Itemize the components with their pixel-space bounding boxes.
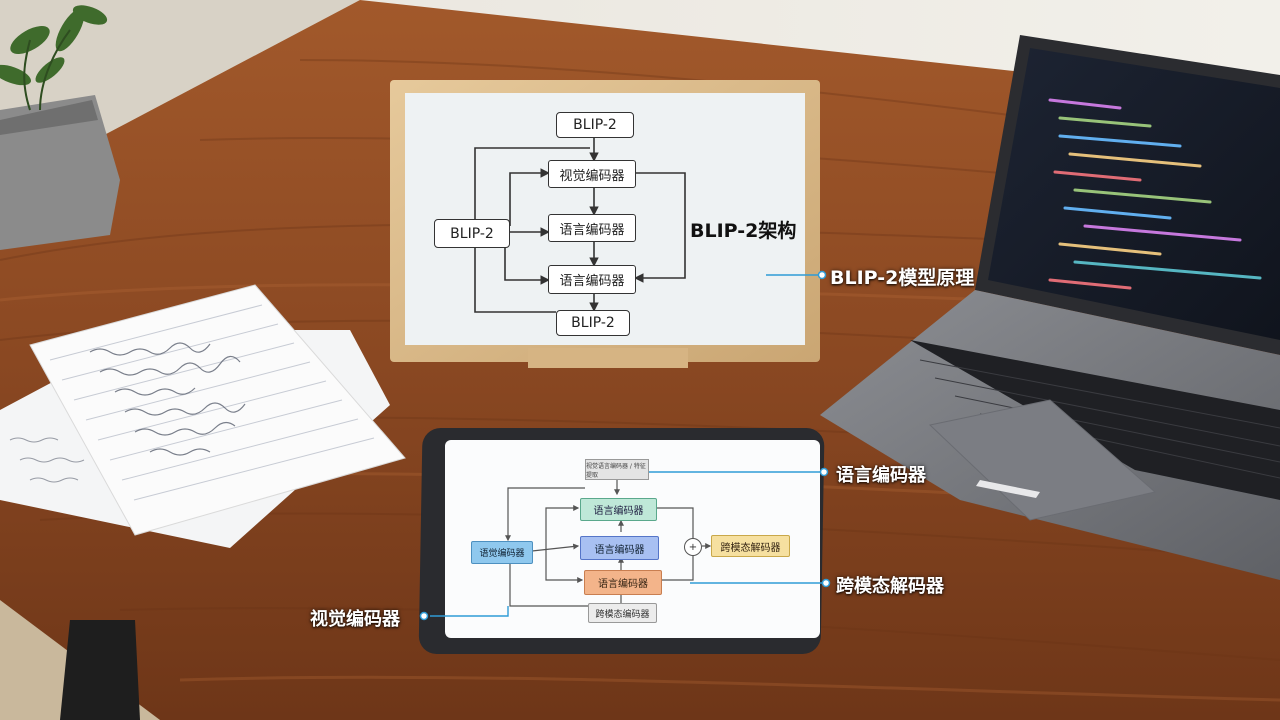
- callout-lines: [430, 274, 822, 617]
- whiteboard-box-language-2: 语言编码器: [548, 265, 636, 294]
- whiteboard-box-vision: 视觉编码器: [548, 160, 636, 188]
- laptop: [820, 35, 1280, 580]
- whiteboard-connectors: [474, 137, 686, 313]
- whiteboard-box-bottom: BLIP-2: [556, 310, 630, 336]
- notes-paper: [0, 284, 406, 548]
- tablet-connectors: [505, 478, 712, 607]
- tablet-box-blue-left-label: 语觉编码器: [479, 549, 525, 559]
- tablet-box-green: 语言编码器: [580, 498, 657, 521]
- callout-vision-encoder: 视觉编码器: [310, 609, 400, 630]
- callout-language-encoder: 语言编码器: [836, 465, 926, 486]
- tablet-box-yellow: 跨模态解码器: [711, 535, 790, 557]
- whiteboard-box-top-label: BLIP-2: [573, 117, 617, 133]
- tablet-box-bottom-label: 跨模态编码器: [595, 609, 650, 620]
- tablet-plus-node: +: [684, 538, 702, 556]
- tablet-box-blue-mid-label: 语言编码器: [594, 544, 645, 556]
- tablet-box-top-label: 视觉语言编码器 / 特征提取: [586, 462, 646, 479]
- tablet-box-top: 视觉语言编码器 / 特征提取: [585, 459, 649, 480]
- callout-dot: [419, 611, 429, 621]
- tablet-plus-symbol: +: [688, 541, 698, 553]
- potted-plant: [0, 5, 120, 250]
- tablet-box-bottom: 跨模态编码器: [588, 603, 657, 623]
- whiteboard-box-top: BLIP-2: [556, 112, 634, 138]
- callout-dot: [819, 467, 829, 477]
- whiteboard-box-language-2-label: 语言编码器: [559, 274, 625, 289]
- tablet-box-blue-mid: 语言编码器: [580, 536, 659, 560]
- tablet-box-orange: 语言编码器: [584, 570, 662, 595]
- tablet-box-blue-left: 语觉编码器: [471, 541, 533, 564]
- callout-dot: [817, 270, 827, 280]
- whiteboard-box-left: BLIP-2: [434, 219, 510, 248]
- whiteboard-box-bottom-label: BLIP-2: [571, 315, 615, 331]
- tablet-box-yellow-label: 跨模态解码器: [720, 542, 781, 554]
- callout-cross-modal-decoder: 跨模态解码器: [836, 576, 944, 597]
- tablet-box-green-label: 语言编码器: [593, 506, 644, 517]
- whiteboard-box-left-label: BLIP-2: [450, 225, 494, 242]
- whiteboard-title: BLIP-2架构: [690, 220, 797, 242]
- callout-dot: [821, 578, 831, 588]
- callout-principle: BLIP-2模型原理: [830, 267, 975, 289]
- whiteboard-box-language-1: 语言编码器: [548, 214, 636, 242]
- tablet-box-orange-label: 语言编码器: [598, 579, 648, 590]
- whiteboard-box-vision-label: 视觉编码器: [559, 168, 625, 184]
- whiteboard-box-language-1-label: 语言编码器: [559, 222, 625, 238]
